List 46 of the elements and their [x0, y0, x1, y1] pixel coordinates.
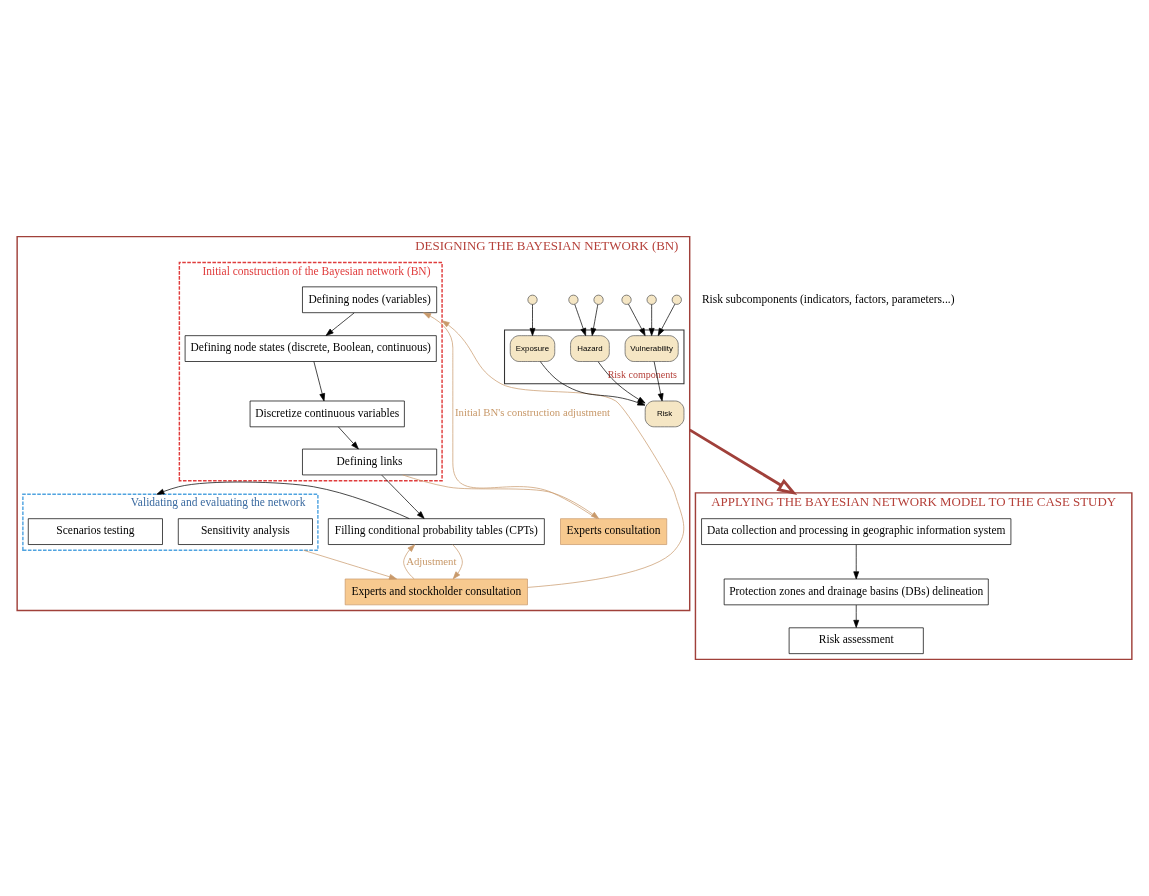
node-circle [568, 294, 579, 305]
arrow [853, 604, 860, 628]
node-circle [646, 294, 657, 305]
node-circle [671, 294, 682, 305]
node-box: Defining nodes (variables) [302, 286, 438, 314]
arrow [381, 474, 425, 519]
arrow [325, 312, 355, 336]
node-circle [621, 294, 632, 305]
arrow [156, 481, 410, 519]
node-box: Exposure [509, 335, 556, 362]
arrow [688, 428, 798, 496]
arrow [313, 361, 326, 402]
arrow [403, 544, 416, 580]
node-circle [593, 294, 604, 305]
node-box: Data collection and processing in geographic information system [701, 518, 1012, 545]
arrow [529, 304, 536, 336]
node-box: Defining links [302, 448, 438, 476]
arrow [653, 361, 664, 402]
arrow [338, 426, 359, 450]
node-box: Experts consultation [560, 518, 668, 545]
node-box: Scenarios testing [27, 518, 163, 545]
node-box: Defining node states (discrete, Boolean, continuous) [184, 335, 437, 362]
node-box: Sensitivity analysis [177, 518, 313, 545]
arrow [402, 474, 599, 519]
edge-label: Initial BN's construction adjustment [454, 406, 611, 419]
arrow [853, 544, 860, 580]
edge-label: Adjustment [406, 554, 457, 567]
arrow [590, 304, 599, 336]
node-box: Protection zones and drainage basins (DBs) delineation [723, 578, 989, 606]
node-box: Vulnerability [624, 335, 679, 362]
arrow [628, 303, 646, 336]
node-box: Risk assessment [788, 627, 924, 654]
arrow [441, 320, 685, 588]
arrow [303, 549, 397, 580]
node-box: Experts and stockholder consultation [344, 578, 528, 606]
node-box: Risk [644, 400, 685, 428]
node-circle [527, 294, 538, 305]
node-box: Discretize continuous variables [249, 400, 405, 428]
arrow [648, 304, 655, 336]
node-box: Filling conditional probability tables (CPTs) [327, 518, 545, 545]
arrow [423, 312, 598, 519]
arrow [657, 303, 676, 336]
arrow [574, 304, 586, 336]
arrow [452, 544, 463, 580]
label: Risk subcomponents (indicators, factors, parameters...) [701, 292, 955, 305]
node-box: Hazard [570, 335, 610, 362]
